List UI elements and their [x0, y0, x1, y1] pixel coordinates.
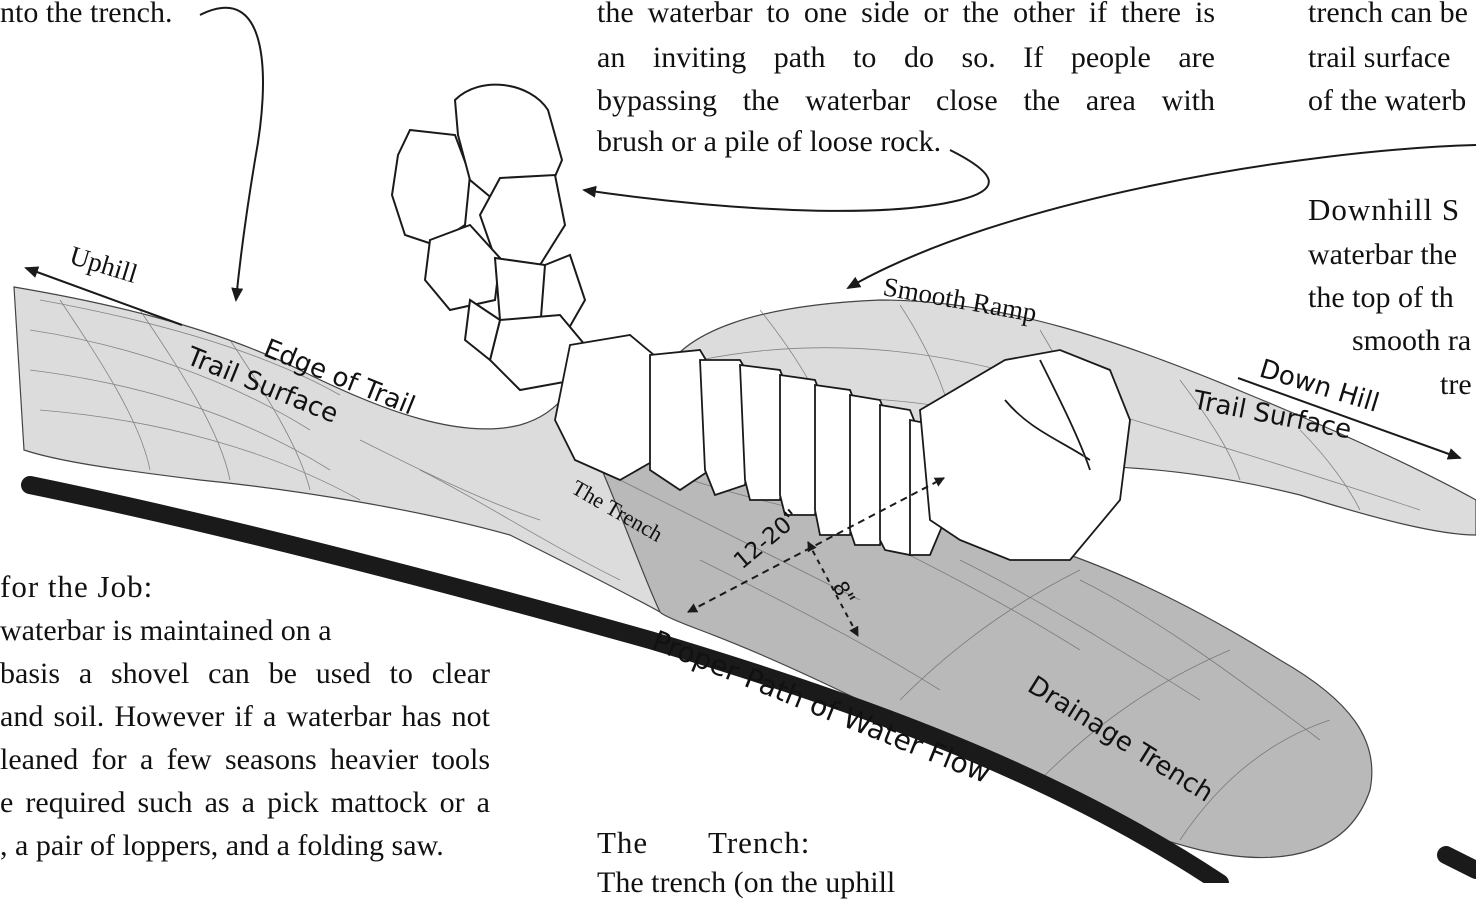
leader-top-center — [584, 150, 989, 211]
leader-top-left — [200, 8, 263, 300]
leader-top-right — [848, 145, 1476, 288]
uphill-label: Uphill — [66, 240, 141, 289]
ground-line-right — [1446, 855, 1476, 870]
rock-pile — [392, 85, 585, 390]
